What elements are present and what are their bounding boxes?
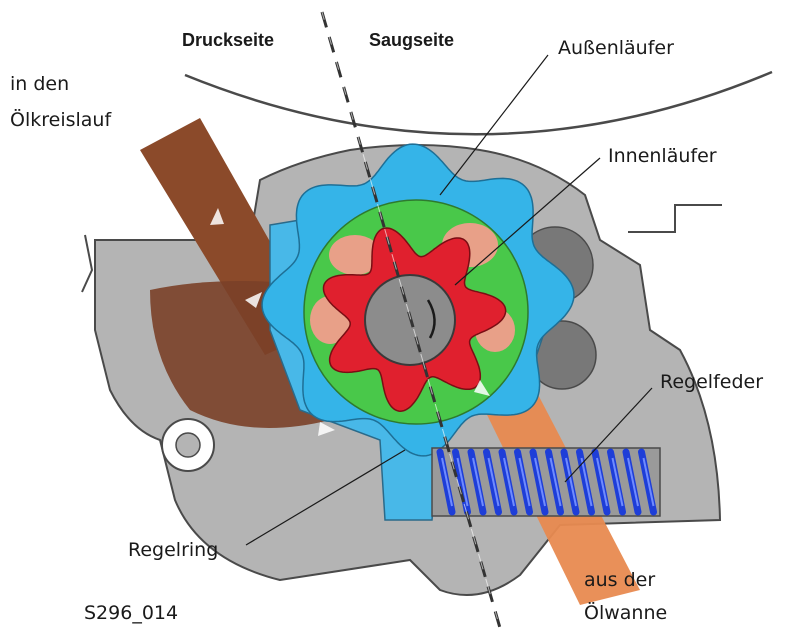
outlet-label-line2: Ölkreislauf: [10, 104, 111, 136]
housing-flange: [628, 205, 722, 232]
control-spring-label: Regelfeder: [660, 366, 763, 398]
control-ring-label: Regelring: [128, 534, 218, 566]
inner-rotor-label: Innenläufer: [608, 140, 717, 172]
inlet-label-line1: aus der: [584, 564, 655, 596]
block-arc: [185, 72, 772, 134]
housing-flange-left: [82, 235, 92, 292]
inlet-label-line2: Ölwanne: [584, 597, 667, 629]
figure-id: S296_014: [84, 597, 178, 629]
outlet-label-line1: in den: [10, 68, 69, 100]
pressure-side-label: Druckseite: [182, 30, 274, 51]
suction-side-label: Saugseite: [369, 30, 454, 51]
outer-rotor-label: Außenläufer: [558, 32, 674, 64]
